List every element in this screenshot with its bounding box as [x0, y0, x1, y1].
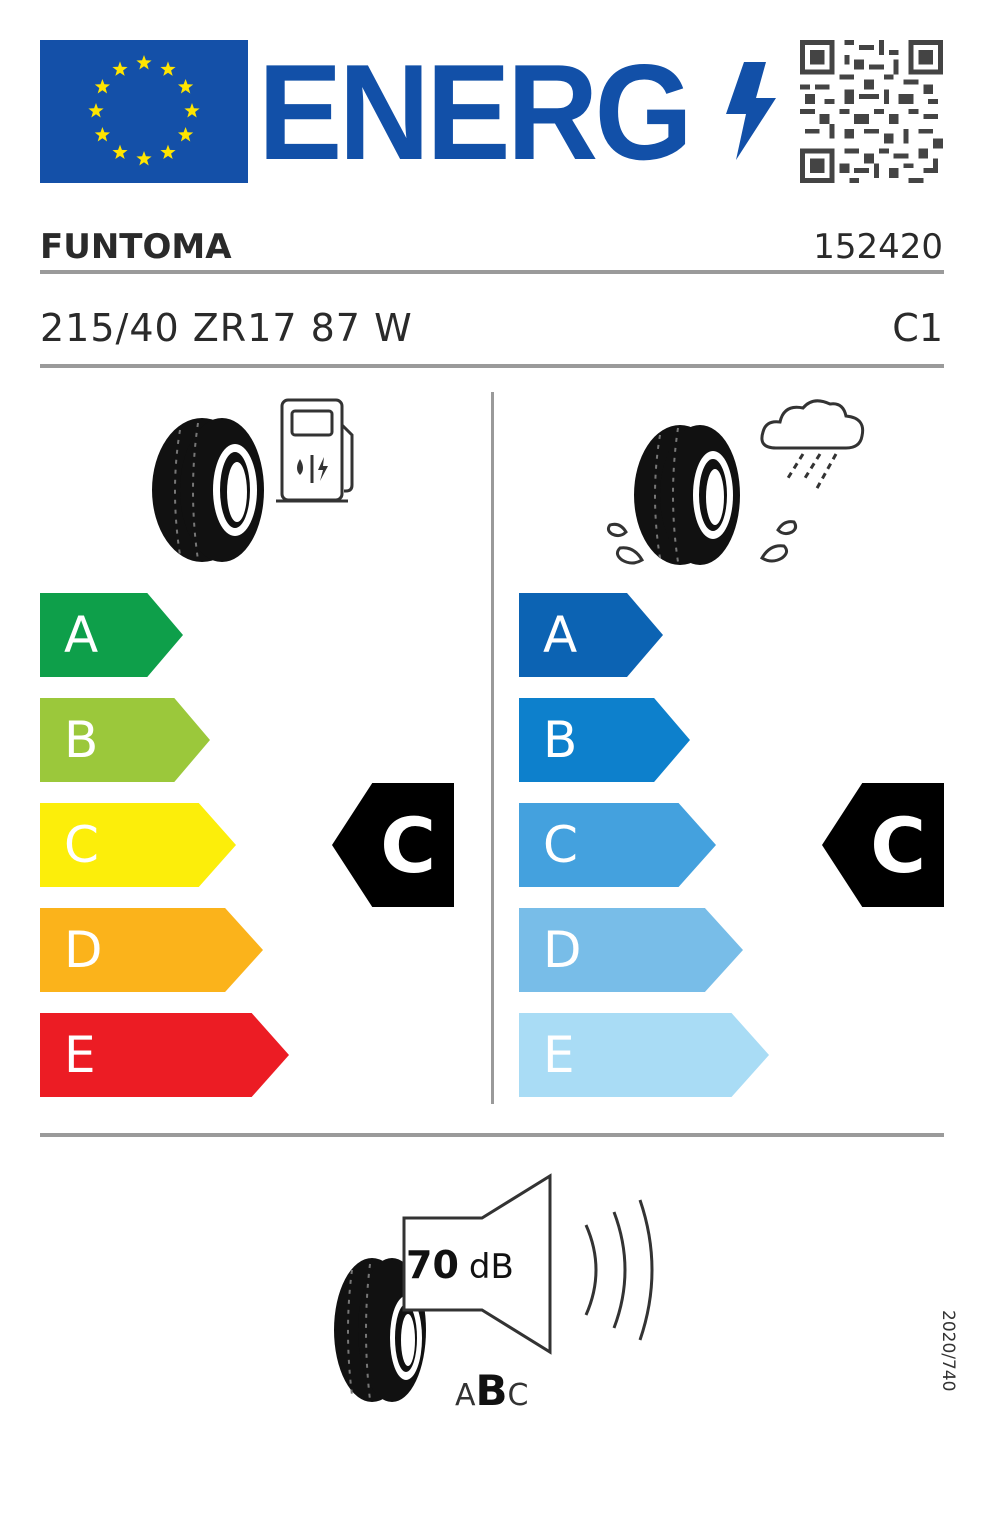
fuel-class-a: A [40, 593, 183, 677]
tyre-size: 215/40 ZR17 87 W [40, 306, 413, 350]
tyre-fuel-pump-icon [152, 398, 354, 562]
brand-name: FUNTOMA [40, 227, 232, 267]
tyre-rain-cloud-icon [606, 399, 865, 565]
wet-class-c: C [519, 803, 716, 887]
wet-class-a: A [519, 593, 663, 677]
energy-title: ENERG [258, 35, 693, 188]
fuel-class-b: B [40, 698, 210, 782]
wet-grip-rating-indicator: C [822, 783, 944, 907]
noise-class-a: A [455, 1378, 476, 1413]
fuel-class-d: D [40, 908, 263, 992]
noise-db-unit: dB [468, 1247, 514, 1287]
fuel-rating-indicator: C [332, 783, 454, 907]
noise-value: 70 dB [406, 1243, 546, 1287]
lightning-bolt-icon [726, 62, 776, 160]
tyre-class: C1 [892, 306, 943, 350]
article-number: 152420 [813, 227, 943, 267]
fuel-class-c: C [40, 803, 236, 887]
noise-class-scale: A B C [455, 1366, 529, 1415]
tyre-speaker-icon [334, 1173, 654, 1402]
divider-line [40, 270, 944, 274]
regulation-number: 2020/740 [938, 1310, 958, 1392]
noise-db-value: 70 [406, 1243, 459, 1287]
noise-class-b-selected: B [475, 1366, 508, 1415]
divider-line [40, 364, 944, 368]
divider-line [40, 1133, 944, 1137]
wet-class-d: D [519, 908, 743, 992]
wet-class-b: B [519, 698, 690, 782]
eu-flag-icon [40, 40, 248, 183]
qr-code-icon [800, 40, 943, 183]
vertical-divider [491, 392, 494, 1104]
noise-class-c: C [507, 1378, 529, 1413]
fuel-class-e: E [40, 1013, 289, 1097]
wet-class-e: E [519, 1013, 769, 1097]
